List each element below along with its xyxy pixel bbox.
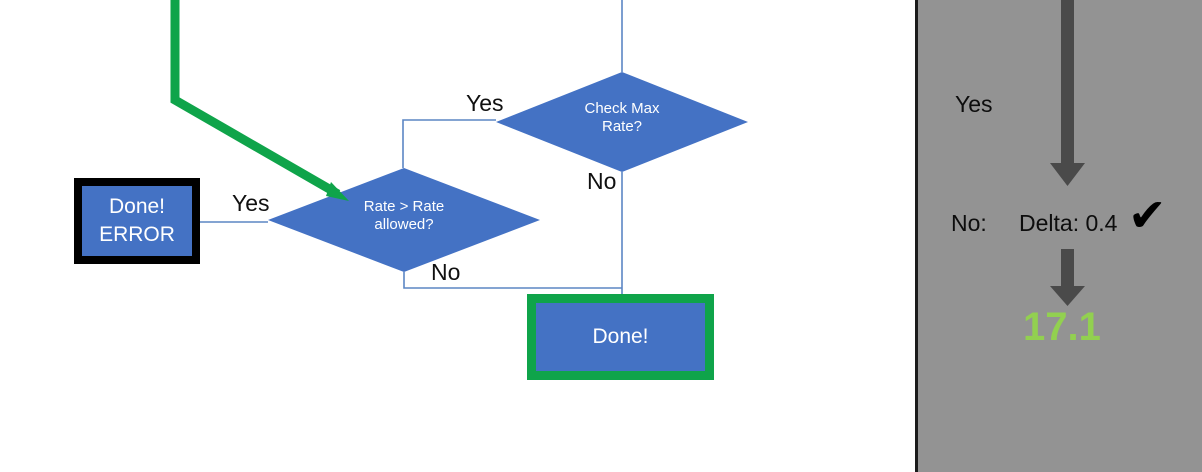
edge-label-no-rate-allowed: No <box>431 259 461 285</box>
arrow-down-long <box>1050 0 1085 186</box>
connector-check-max-rate-yes <box>402 119 496 168</box>
connector-rate-allowed-no <box>403 272 622 289</box>
panel-result-value: 17.1 <box>1023 305 1101 349</box>
process-done[interactable]: Done! <box>527 294 714 380</box>
green-highlight-path <box>170 0 341 198</box>
process-done-label: Done! <box>592 325 649 349</box>
right-panel-arrows <box>1050 0 1085 306</box>
edge-label-no-check-max-rate: No <box>587 168 617 194</box>
decision-check-max-rate[interactable] <box>496 72 748 172</box>
arrow-down-short <box>1050 249 1085 306</box>
right-side-panel: Yes No: Delta: 0.4 ✔ 17.1 <box>915 0 1202 472</box>
process-done-error[interactable]: Done! ERROR <box>74 178 200 264</box>
panel-no-label: No: <box>951 210 987 236</box>
green-highlight-arrowhead <box>326 182 349 201</box>
panel-yes-label: Yes <box>955 91 993 117</box>
edge-label-yes-done-error: Yes <box>232 190 270 216</box>
decision-rate-gt-rate-allowed[interactable] <box>268 168 540 272</box>
panel-delta-value: Delta: 0.4 <box>1019 210 1118 236</box>
check-mark-icon: ✔ <box>1128 188 1167 242</box>
edge-label-yes-check-max-rate: Yes <box>466 90 504 116</box>
process-done-error-label: Done! ERROR <box>99 195 175 246</box>
